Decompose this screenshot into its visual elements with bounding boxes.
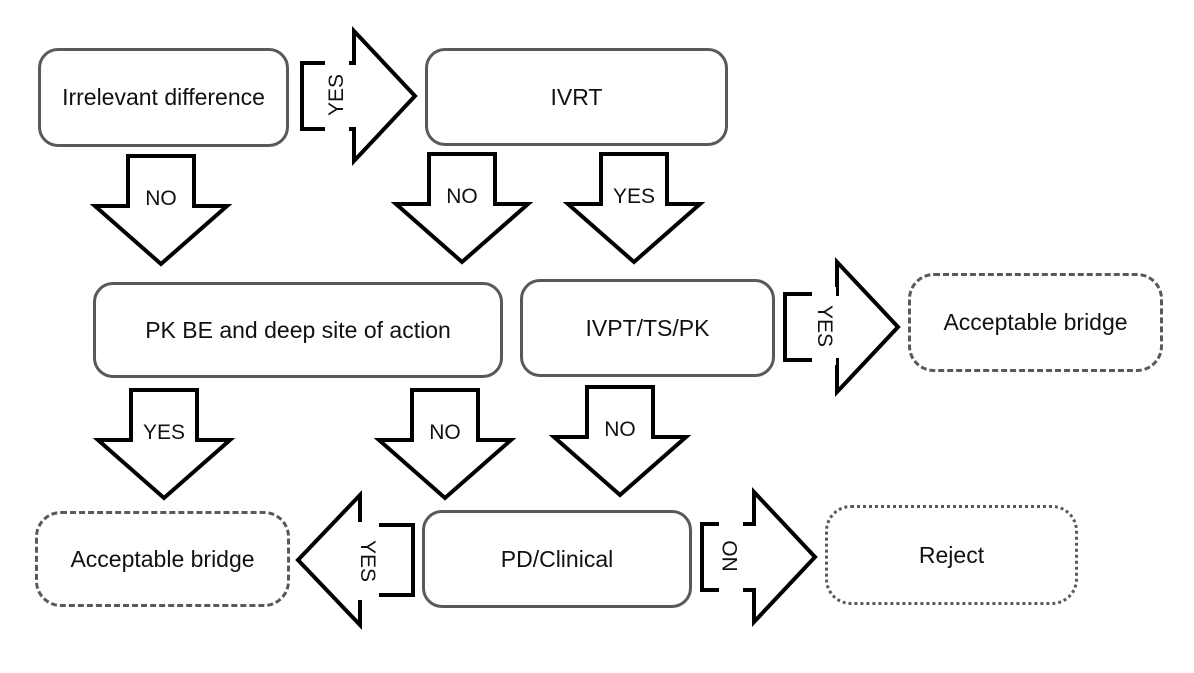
node-label: IVPT/TS/PK [585, 314, 710, 341]
node-pd-clinical: PD/Clinical [422, 510, 692, 608]
arrow-label: YES [609, 185, 659, 209]
node-label: Acceptable bridge [943, 309, 1128, 336]
node-ivpt-ts-pk: IVPT/TS/PK [520, 279, 775, 377]
arrow-label: NO [601, 418, 639, 442]
node-ivrt: IVRT [425, 48, 728, 146]
node-label: PD/Clinical [500, 545, 614, 572]
arrow-no-pkbe-to-pdclinical: NO [373, 388, 517, 501]
arrow-yes-pdclinical-to-bridge: YES [295, 490, 415, 630]
arrow-label: NO [142, 187, 180, 211]
arrow-no-ivpt-to-pdclinical: NO [548, 385, 692, 498]
block-arrow-right-icon [300, 25, 418, 167]
arrow-label: NO [426, 421, 464, 445]
arrow-yes-ivrt-to-ivpt: YES [562, 152, 706, 265]
node-pk-be-deep-site: PK BE and deep site of action [93, 282, 503, 378]
arrow-label: NO [443, 185, 481, 209]
arrow-no-ivrt-to-pkbe: NO [390, 152, 534, 265]
arrow-label: YES [139, 421, 189, 445]
arrow-yes-ivpt-to-bridge: YES [783, 256, 901, 398]
arrow-label: YES [325, 56, 349, 134]
node-label: Acceptable bridge [70, 545, 255, 572]
node-acceptable-bridge-bottom: Acceptable bridge [35, 511, 290, 607]
arrow-no-pdclinical-to-reject: NO [700, 486, 818, 628]
node-acceptable-bridge-top: Acceptable bridge [908, 273, 1163, 372]
arrow-no-irrelevant-to-pkbe: NO [89, 154, 233, 267]
node-label: PK BE and deep site of action [145, 316, 451, 343]
node-reject: Reject [825, 505, 1078, 605]
arrow-label: YES [355, 522, 379, 600]
node-label: Reject [918, 541, 985, 568]
node-irrelevant-difference: Irrelevant difference [38, 48, 289, 147]
node-label: Irrelevant difference [62, 84, 265, 111]
block-arrow-right-icon [783, 256, 901, 398]
arrow-label: YES [812, 287, 836, 365]
node-label: IVRT [550, 83, 603, 110]
block-arrow-right-icon [700, 486, 818, 628]
arrow-label: NO [719, 517, 743, 595]
arrow-yes-irrelevant-to-ivrt: YES [300, 25, 418, 167]
arrow-yes-pkbe-to-bridge: YES [92, 388, 236, 501]
